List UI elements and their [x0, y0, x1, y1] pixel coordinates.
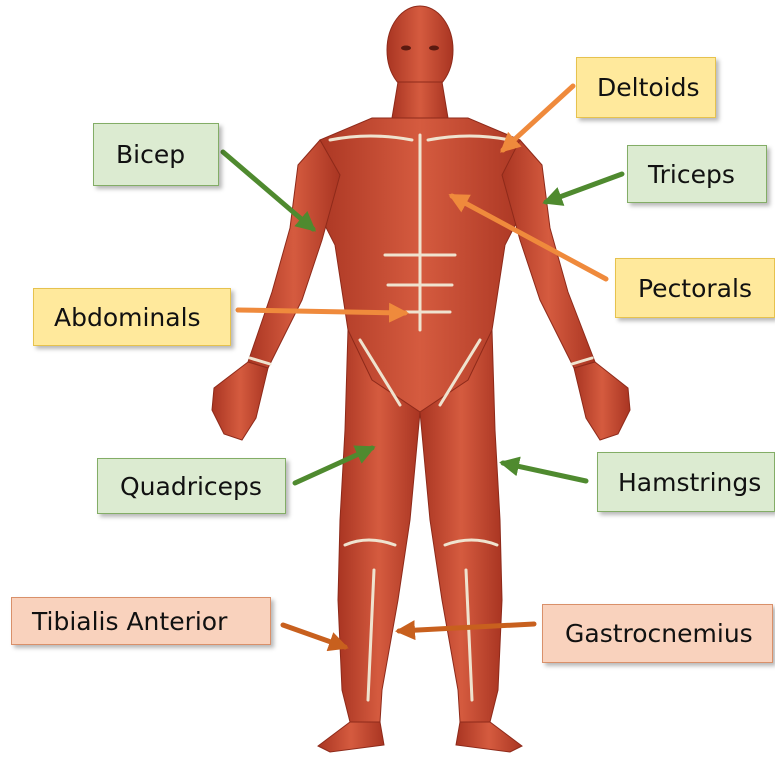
label-hamstrings: Hamstrings [597, 452, 775, 512]
arrow-deltoids [503, 86, 573, 150]
foot-right [456, 722, 522, 752]
hand-left [212, 362, 268, 440]
arrow-gastrocnemius [399, 624, 534, 631]
hand-right [574, 362, 630, 440]
label-deltoids: Deltoids [576, 57, 716, 118]
arrow-hamstrings [503, 463, 586, 481]
arm-left [248, 140, 340, 368]
arrow-abdominals [238, 310, 405, 313]
eye-left [401, 46, 411, 51]
head [387, 6, 453, 94]
label-tibialis-anterior: Tibialis Anterior [11, 597, 271, 645]
arrow-triceps [546, 174, 622, 202]
label-triceps: Triceps [627, 145, 767, 203]
label-gastrocnemius: Gastrocnemius [542, 604, 773, 663]
foot-left [318, 722, 384, 752]
eye-right [429, 46, 439, 51]
label-abdominals: Abdominals [33, 288, 231, 346]
label-pectorals: Pectorals [615, 258, 775, 318]
label-bicep: Bicep [93, 123, 219, 186]
neck [392, 82, 448, 118]
arm-right [502, 140, 595, 368]
label-quadriceps: Quadriceps [97, 458, 286, 514]
arrow-tibialis [283, 625, 345, 647]
